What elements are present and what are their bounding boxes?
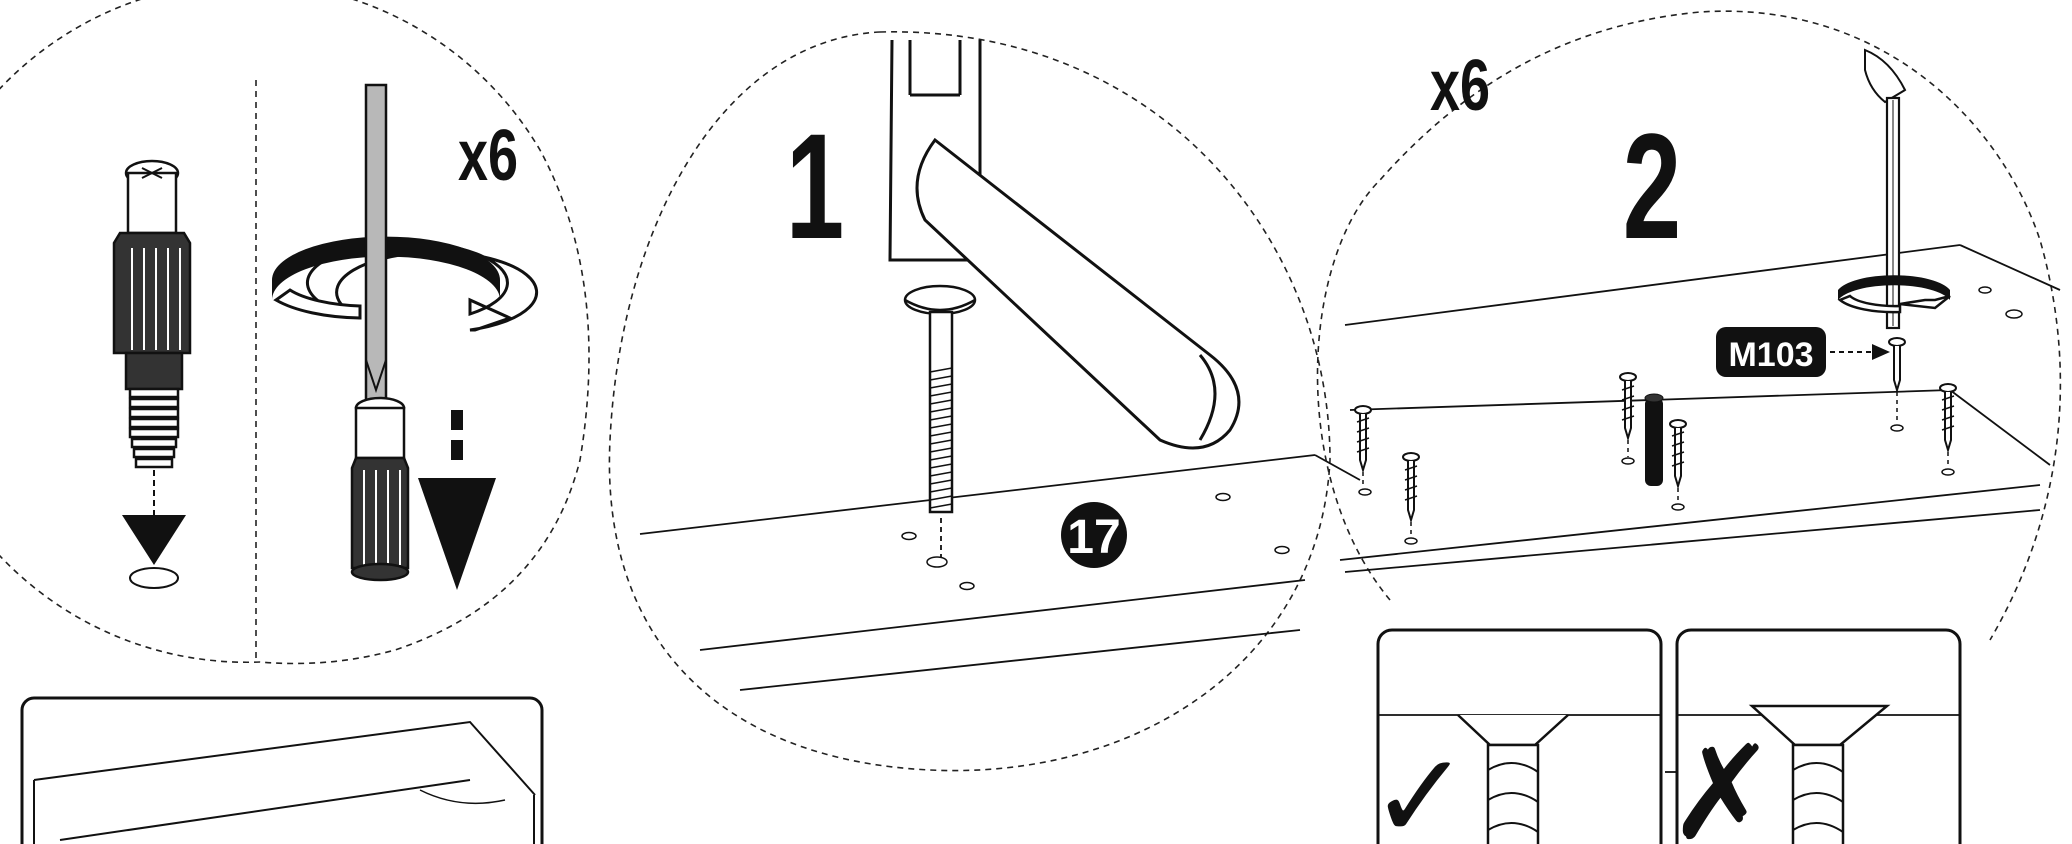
step1-panel: 1 17 xyxy=(608,31,1361,772)
desk-top-board xyxy=(1339,244,2061,573)
screw-shank-wrong xyxy=(1791,743,1845,844)
wood-screw xyxy=(1939,383,1957,454)
detail-circle-right xyxy=(1316,10,2062,641)
board-holes xyxy=(901,492,1290,591)
wrong-inset: ✗ xyxy=(1665,628,1962,844)
carriage-bolt xyxy=(903,284,977,514)
wooden-dowel xyxy=(1644,393,1664,486)
drill-hole xyxy=(129,567,179,589)
down-arrow-icon xyxy=(122,515,186,565)
assembly-preview-box xyxy=(20,696,544,844)
desk-leg-bracket xyxy=(888,39,1241,450)
wood-screw xyxy=(1402,452,1420,524)
detail-circle-center xyxy=(608,31,1331,772)
part-label-m103: M103 xyxy=(1716,327,1890,377)
step2-panel: x6 2 xyxy=(1316,10,2062,641)
screw-guide-lines xyxy=(1362,392,1949,537)
multiplier-label-left: x6 xyxy=(458,116,518,196)
multiplier-label-right: x6 xyxy=(1430,46,1490,126)
wood-screw xyxy=(1354,405,1372,474)
wood-screw-driven xyxy=(1888,337,1906,394)
part-label-m103-text: M103 xyxy=(1728,336,1813,374)
part-number-17: 17 xyxy=(1067,511,1120,564)
checkmark-icon: ✓ xyxy=(1370,728,1471,844)
dashed-down-arrow-icon xyxy=(418,410,496,590)
screw-shank xyxy=(1486,743,1540,844)
step-number-2: 2 xyxy=(1623,104,1681,271)
correct-inset: ✓ xyxy=(1370,628,1663,844)
cam-bolt-right xyxy=(350,396,410,582)
detail-circle-left xyxy=(0,0,590,665)
wood-screw xyxy=(1619,372,1637,442)
cross-mark-icon: ✗ xyxy=(1668,717,1777,844)
step-number-1: 1 xyxy=(786,104,844,271)
desk-top-outline xyxy=(33,720,536,844)
desk-board xyxy=(639,454,1361,691)
cam-bolt-left xyxy=(112,159,192,469)
screwdriver-icon xyxy=(1864,48,1907,330)
cam-bolt-panel: x6 xyxy=(0,0,590,665)
screw-holes xyxy=(1358,286,2023,545)
wood-screw xyxy=(1669,419,1687,490)
wood-screws xyxy=(1354,337,1957,524)
arrow-right-icon xyxy=(1872,344,1890,360)
rotate-clockwise-icon xyxy=(272,236,539,332)
rotate-clockwise-icon-small xyxy=(1837,275,1951,314)
part-number-badge: 17 xyxy=(1061,502,1127,568)
screwdriver-icon xyxy=(364,83,388,407)
